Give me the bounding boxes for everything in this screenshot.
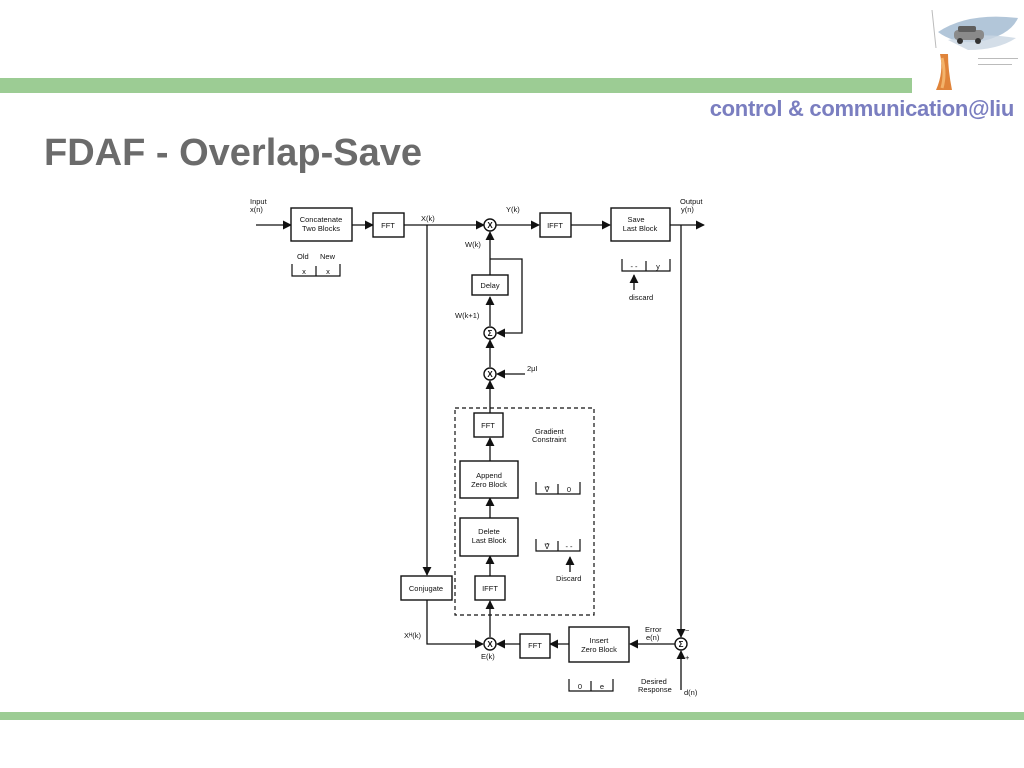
- discard-cell: - -: [630, 262, 638, 271]
- zero-cell: 0: [567, 485, 571, 494]
- x-k-label: X(k): [421, 214, 435, 223]
- gradient-constraint-region: [454, 407, 595, 616]
- fft-gradient-block: [473, 412, 504, 438]
- output-label: Output: [680, 197, 703, 206]
- ifft-top-block: [539, 212, 572, 238]
- append-zero-block: [459, 460, 519, 499]
- discard-cell: - -: [565, 542, 573, 551]
- input-signal-label: x(n): [250, 205, 263, 214]
- desired-label: Desired: [641, 677, 667, 686]
- append-zero-label: Append: [476, 471, 502, 480]
- step-size-label: 2μI: [527, 364, 538, 373]
- insert-zero-block: [568, 626, 630, 663]
- bottom-accent-bar: [0, 712, 1024, 720]
- minus-sign: −: [685, 626, 690, 635]
- delay-label: Delay: [480, 281, 499, 290]
- delay-block: [471, 274, 509, 296]
- gradient-constraint-label: Constraint: [532, 435, 567, 444]
- save-last-label: Last Block: [623, 224, 658, 233]
- fft-bottom-label: FFT: [528, 641, 542, 650]
- e-k-label: E(k): [481, 652, 495, 661]
- concatenate-block: [290, 207, 353, 242]
- gradient-cell: ∇̂: [543, 485, 550, 494]
- fdaf-overlap-save-block-diagram: X Σ X X Σ Concatenate Two Blocks FFT IFF…: [250, 197, 705, 697]
- e-cell: e: [600, 682, 604, 691]
- error-signal-label: e(n): [646, 633, 660, 642]
- x-hermitian-label: Xᴴ(k): [404, 631, 421, 640]
- discard-label: discard: [629, 293, 653, 302]
- plus-sign: +: [685, 653, 690, 662]
- new-cell: x: [326, 267, 330, 276]
- step-size-multiply-operator: [483, 367, 497, 381]
- ifft-gradient-label: IFFT: [482, 584, 498, 593]
- concatenate-label: Concatenate: [300, 215, 343, 224]
- delete-last-label: Delete: [478, 527, 500, 536]
- ifft-top-label: IFFT: [547, 221, 563, 230]
- zero-cell: 0: [578, 682, 582, 691]
- d-n-label: d(n): [684, 688, 698, 697]
- old-cell: x: [302, 267, 306, 276]
- car-and-lighthouse-logo: [918, 2, 1024, 94]
- brand-label: control & communication@liu: [709, 96, 1015, 121]
- fft-top-block: [372, 212, 405, 238]
- delete-last-label: Last Block: [472, 536, 507, 545]
- fft-gradient-label: FFT: [481, 421, 495, 430]
- gradient-multiply-operator: [483, 637, 497, 651]
- gradient-cell: ∇̂: [543, 542, 550, 551]
- w-k-label: W(k): [465, 240, 481, 249]
- y-k-label: Y(k): [506, 205, 520, 214]
- old-label: Old: [297, 252, 309, 261]
- conjugate-label: Conjugate: [409, 584, 443, 593]
- delete-last-block: [459, 517, 519, 557]
- multiply-symbol: X: [487, 640, 493, 649]
- insert-zero-label: Insert: [590, 636, 610, 645]
- fft-top-label: FFT: [381, 221, 395, 230]
- concatenate-label: Two Blocks: [302, 224, 340, 233]
- conjugate-block: [400, 575, 453, 601]
- append-zero-label: Zero Block: [471, 480, 507, 489]
- new-label: New: [320, 252, 336, 261]
- error-label: Error: [645, 625, 662, 634]
- error-sum-operator: [674, 637, 688, 651]
- insert-zero-label: Zero Block: [581, 645, 617, 654]
- top-accent-bar: [0, 78, 912, 93]
- save-last-block: [610, 207, 671, 242]
- y-cell: y: [656, 262, 660, 271]
- input-label: Input: [250, 197, 268, 206]
- w-k-plus-1-label: W(k+1): [455, 311, 480, 320]
- response-label: Response: [638, 685, 672, 694]
- gradient-constraint-label: Gradient: [535, 427, 565, 436]
- ifft-gradient-block: [474, 575, 506, 601]
- multiply-symbol: X: [487, 221, 493, 230]
- save-last-label: Save: [627, 215, 644, 224]
- fft-bottom-block: [519, 633, 551, 659]
- sum-symbol: Σ: [488, 329, 493, 338]
- slide-title: FDAF - Overlap-Save: [44, 132, 422, 174]
- update-sum-operator: [483, 326, 497, 340]
- sum-symbol: Σ: [679, 640, 684, 649]
- discard-label: Discard: [556, 574, 581, 583]
- multiply-symbol: X: [487, 370, 493, 379]
- multiply-w-operator: [483, 218, 497, 232]
- output-signal-label: y(n): [681, 205, 694, 214]
